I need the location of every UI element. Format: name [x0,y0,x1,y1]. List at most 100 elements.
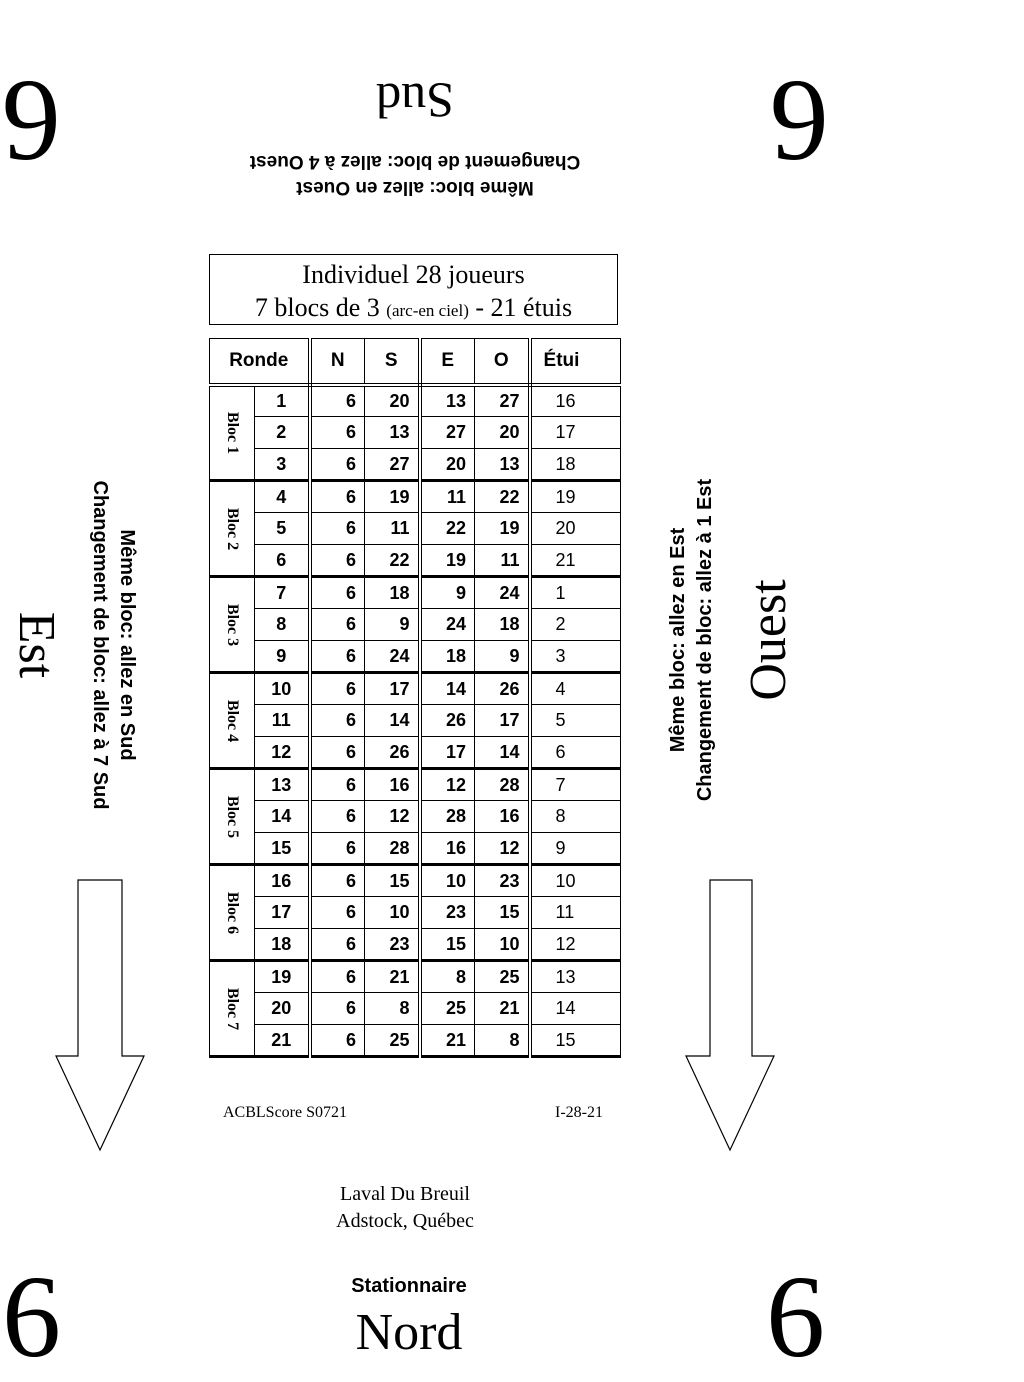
west-player: 8 [474,1024,532,1058]
bloc-label: Bloc 2 [209,480,255,578]
north-player: 6 [309,640,366,674]
north-player: 6 [309,736,366,770]
south-section: Même bloc: allez en Ouest Changement de … [180,60,650,200]
south-player: 10 [364,896,422,929]
board-set: 4 [529,672,622,705]
movement-code: I-28-21 [555,1104,603,1121]
south-player: 22 [364,544,422,578]
board-set: 19 [529,480,622,513]
east-player: 16 [419,832,476,866]
north-player: 6 [309,384,366,417]
round-number: 15 [253,832,312,866]
column-header-n: N [309,338,366,387]
left-down-arrow-icon [55,879,145,1152]
north-player: 6 [309,1024,366,1058]
board-set: 16 [529,384,622,417]
west-player: 22 [474,480,532,513]
west-player: 24 [474,576,532,609]
north-player: 6 [309,768,366,801]
south-player: 20 [364,384,422,417]
corner-number-bottom-left: 6 [2,1251,61,1382]
north-direction-label: Nord [355,1304,463,1361]
north-player: 6 [309,928,366,962]
east-player: 27 [419,416,476,449]
stationary-label: Stationnaire [351,1275,467,1297]
east-player: 21 [419,1024,476,1058]
round-number: 12 [253,736,312,770]
west-instruction-same-block: Même bloc: allez en Est [667,527,689,753]
board-set: 5 [529,704,622,737]
board-set: 12 [529,928,622,962]
north-player: 6 [309,544,366,578]
bloc-label: Bloc 1 [209,384,255,482]
south-player: 25 [364,1024,422,1058]
west-player: 10 [474,928,532,962]
board-set: 2 [529,608,622,641]
south-player: 23 [364,928,422,962]
west-player: 21 [474,992,532,1025]
round-number: 1 [253,384,312,417]
west-player: 27 [474,384,532,417]
board-set: 8 [529,800,622,833]
south-player: 8 [364,992,422,1025]
north-player: 6 [309,480,366,513]
board-set: 11 [529,896,622,929]
round-number: 14 [253,800,312,833]
north-player: 6 [309,864,366,897]
board-set: 6 [529,736,622,770]
south-player: 27 [364,448,422,482]
east-player: 9 [419,576,476,609]
location-line1: Laval Du Breuil [340,1183,470,1205]
south-player: 16 [364,768,422,801]
south-player: 18 [364,576,422,609]
software-label: ACBLScore S0721 [223,1104,347,1121]
west-player: 16 [474,800,532,833]
north-player: 6 [309,448,366,482]
board-set: 20 [529,512,622,545]
round-number: 8 [253,608,312,641]
round-number: 19 [253,960,312,993]
south-player: 26 [364,736,422,770]
west-player: 26 [474,672,532,705]
south-direction-label: Sud [376,73,454,129]
west-player: 14 [474,736,532,770]
east-player: 8 [419,960,476,993]
round-number: 4 [253,480,312,513]
board-set: 21 [529,544,622,578]
round-number: 16 [253,864,312,897]
location-line2: Adstock, Québec [336,1210,474,1232]
round-number: 10 [253,672,312,705]
north-player: 6 [309,576,366,609]
north-player: 6 [309,800,366,833]
east-instruction-same-block: Même bloc: allez en Sud [116,529,138,761]
east-player: 13 [419,384,476,417]
round-number: 20 [253,992,312,1025]
round-number: 18 [253,928,312,962]
movement-title: Individuel 28 joueurs [302,260,525,289]
round-number: 2 [253,416,312,449]
board-set: 18 [529,448,622,482]
north-player: 6 [309,512,366,545]
round-number: 5 [253,512,312,545]
south-instruction-change-block: Changement de bloc: allez à 4 Ouest [249,151,581,172]
south-player: 21 [364,960,422,993]
round-number: 3 [253,448,312,482]
column-header-etui: Étui [529,338,622,387]
west-player: 23 [474,864,532,897]
column-header-o: O [474,338,532,387]
movement-subtitle: 7 blocs de 3 (arc-en ciel) - 21 étuis [254,293,573,322]
east-player: 19 [419,544,476,578]
east-player: 17 [419,736,476,770]
corner-number-top-right: 6 [770,56,829,187]
